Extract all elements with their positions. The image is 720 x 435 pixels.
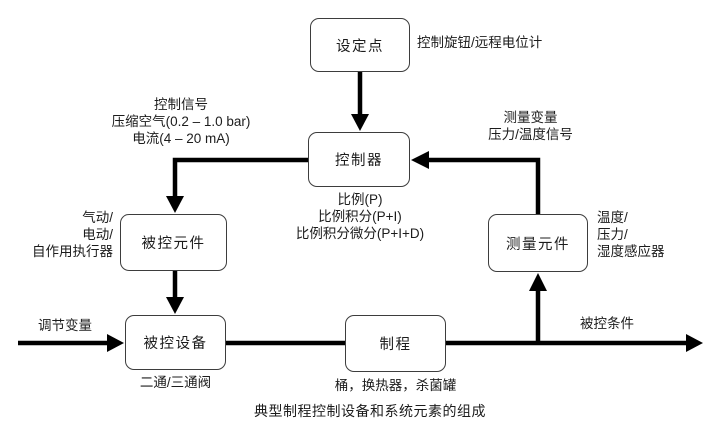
label-control-signal-line3: 电流(4 – 20 mA) — [132, 131, 230, 146]
label-actuator-types: 气动/ 电动/ 自作用执行器 — [8, 209, 113, 260]
label-controller-mode-pid: 比例积分微分(P+I+D) — [295, 226, 425, 241]
arrow-input-to-device — [18, 334, 124, 352]
node-measuring-element: 测量元件 — [488, 214, 588, 272]
node-controlled-device: 被控设备 — [125, 315, 226, 370]
label-valve-note: 二通/三通阀 — [139, 375, 212, 390]
label-sensor-temperature: 温度/ — [597, 210, 628, 225]
label-control-signal-line1: 控制信号 — [154, 97, 208, 112]
label-control-signal-line2: 压缩空气(0.2 – 1.0 bar) — [111, 114, 251, 129]
label-measured-variable-line1: 测量变量 — [503, 110, 558, 125]
node-process: 制程 — [345, 315, 446, 372]
label-control-signal: 控制信号 压缩空气(0.2 – 1.0 bar) 电流(4 – 20 mA) — [90, 96, 272, 147]
label-controller-modes: 比例(P) 比例积分(P+I) 比例积分微分(P+I+D) — [265, 191, 455, 242]
node-setpoint: 设定点 — [310, 18, 410, 72]
node-controller: 控制器 — [308, 132, 410, 187]
arrow-controller-to-controlled-element — [166, 157, 309, 213]
label-process-examples: 桶，换热器，杀菌罐 — [334, 378, 457, 393]
arrow-controlled-element-to-device — [166, 271, 184, 314]
label-actuator-self-acting: 自作用执行器 — [32, 244, 113, 259]
label-controller-mode-pi: 比例积分(P+I) — [318, 209, 402, 224]
label-controller-mode-p: 比例(P) — [337, 192, 383, 207]
arrow-setpoint-to-controller — [351, 72, 369, 131]
arrow-junction-to-measuring-element — [529, 273, 547, 343]
label-manipulated-variable: 调节变量 — [38, 318, 92, 333]
arrow-process-to-output — [446, 334, 703, 352]
label-actuator-electric: 电动/ — [82, 227, 113, 242]
label-controlled-condition: 被控条件 — [580, 316, 634, 331]
label-measured-variable-line2: 压力/温度信号 — [488, 127, 573, 142]
arrow-measuring-element-to-controller — [411, 151, 541, 215]
label-sensor-pressure: 压力/ — [597, 227, 628, 242]
diagram-caption: 典型制程控制设备和系统元素的组成 — [254, 403, 486, 419]
node-controlled-element: 被控元件 — [120, 214, 227, 271]
label-sensor-types: 温度/ 压力/ 湿度感应器 — [597, 209, 712, 260]
label-sensor-humidity: 湿度感应器 — [597, 244, 665, 259]
label-setpoint-note: 控制旋钮/远程电位计 — [417, 35, 543, 50]
label-measured-variable: 测量变量 压力/温度信号 — [453, 109, 608, 143]
label-actuator-pneumatic: 气动/ — [82, 210, 113, 225]
